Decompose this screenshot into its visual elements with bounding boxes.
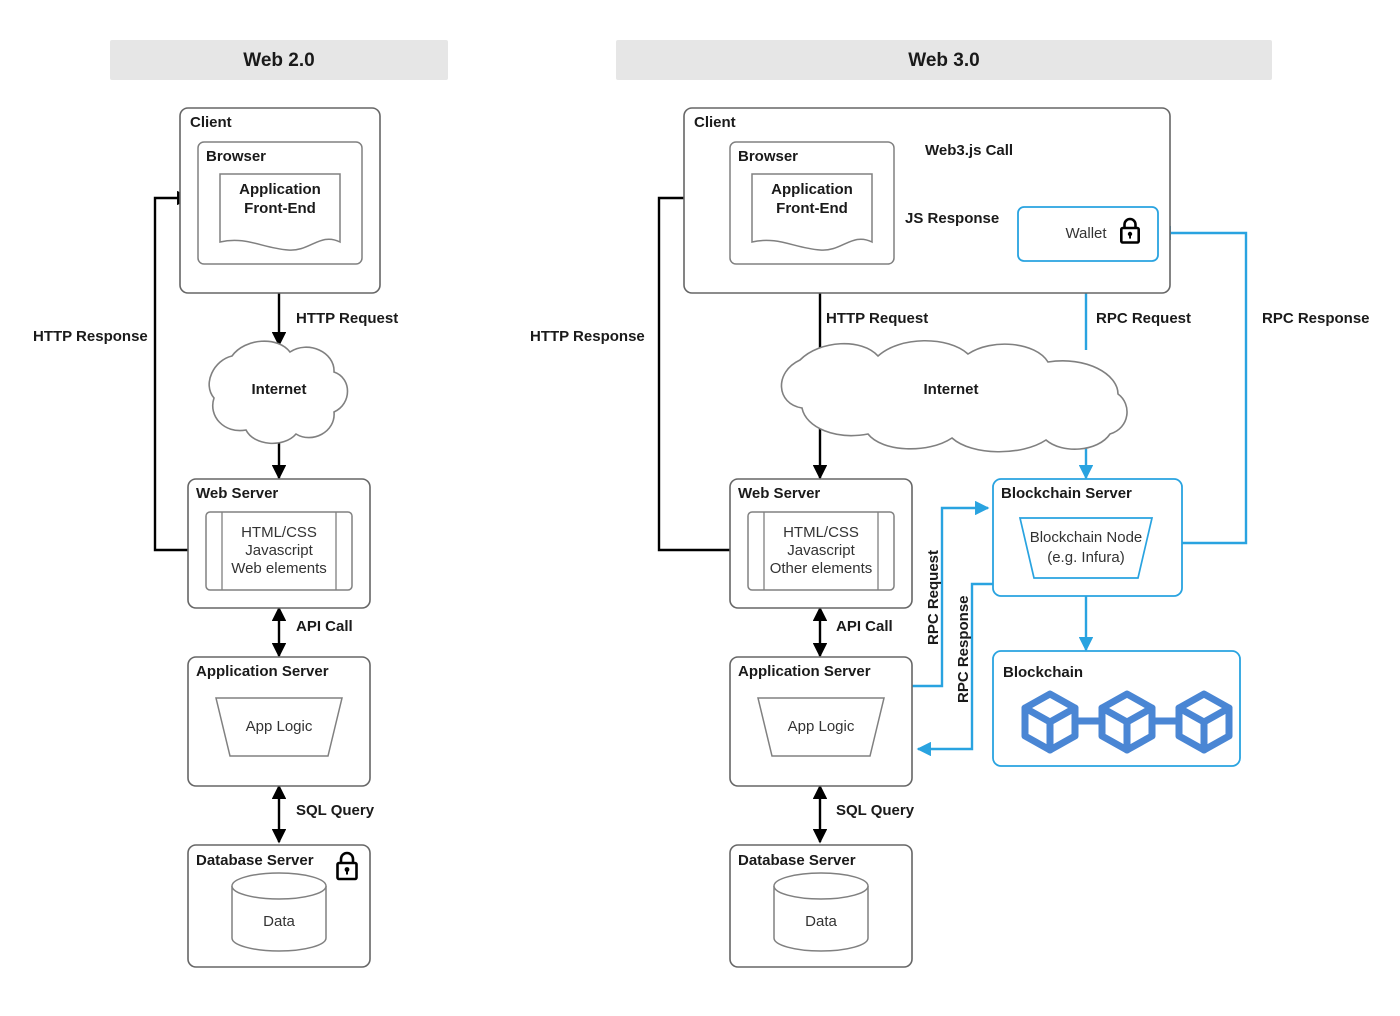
web2-web-server-line2: Javascript [245,542,313,559]
web2-data-cylinder: Data [231,872,327,952]
web2-sql-query-label: SQL Query [296,802,375,819]
web3-app-server-label: Application Server [738,663,871,680]
web3-web-server-line2: Javascript [787,542,855,559]
web3-header: Web 3.0 [616,40,1272,80]
web2-client-box: Client Browser Application Front-End [179,107,381,294]
web3-rpc-request-top-label: RPC Request [1096,310,1191,327]
web3-blockchain-node-shape: Blockchain Node (e.g. Infura) [1018,517,1154,579]
web3-data-label: Data [805,913,837,930]
web3-blockchain-node-line2: (e.g. Infura) [1047,549,1125,566]
web2-browser-label: Browser [206,148,266,165]
web3-client-box: Client Browser Application Front-End Wal… [683,107,1171,294]
web3-blockchain-node-line1: Blockchain Node [1030,529,1143,546]
web2-flows [153,190,287,844]
web3-browser-label: Browser [738,148,798,165]
web3-frontend-label-line2: Front-End [776,200,848,217]
web3-rpc-request-side-label: RPC Request [925,550,942,645]
lock-icon [1119,217,1140,244]
web2-api-call-label: API Call [296,618,353,635]
web3-internet-label: Internet [923,381,978,398]
web3-blockchain-server-label: Blockchain Server [1001,485,1132,502]
web3-app-server-box: Application Server App Logic [729,656,913,787]
web2-web-server-line3: Web elements [231,560,327,577]
web3-app-logic-shape: App Logic [757,697,885,757]
web3-frontend-shape: Application Front-End [751,173,873,251]
web3-js-response-label: JS Response [905,210,999,227]
web3-web-server-line1: HTML/CSS [783,524,859,541]
web3-http-response-label: HTTP Response [530,328,645,345]
web3-sql-query-label: SQL Query [836,802,915,819]
web3-web-server-box: Web Server HTML/CSS Javascript Other ele… [729,478,913,609]
web2-app-logic-label: App Logic [246,718,313,735]
web2-frontend-label-line2: Front-End [244,200,316,217]
web2-http-response-label: HTTP Response [33,328,148,345]
web3-browser-box: Browser Application Front-End [729,141,895,265]
web3-wallet-box: Wallet [1017,206,1159,262]
web2-web-server-label: Web Server [196,485,278,502]
web2-web-server-line1: HTML/CSS [241,524,317,541]
web2-app-server-box: Application Server App Logic [187,656,371,787]
web3-internet-cloud: Internet [780,339,1128,453]
web2-header-label: Web 2.0 [243,50,314,71]
web2-app-server-label: Application Server [196,663,329,680]
lock-icon [336,851,358,881]
web3-frontend-label-line1: Application [771,181,853,198]
web3-client-label: Client [694,114,736,131]
web3-rpc-response-top-label: RPC Response [1262,310,1370,327]
blockchain-cubes-icon [1021,690,1233,754]
web2-data-label: Data [263,913,295,930]
web2-http-request-label: HTTP Request [296,310,398,327]
web2-web-server-content: HTML/CSS Javascript Web elements [205,511,353,591]
web2-web-server-box: Web Server HTML/CSS Javascript Web eleme… [187,478,371,609]
web2-internet-cloud: Internet [208,340,349,445]
web3-data-cylinder: Data [773,872,869,952]
web3-web-server-label: Web Server [738,485,820,502]
web3-header-label: Web 3.0 [908,50,979,71]
web2-browser-box: Browser Application Front-End [197,141,363,265]
web2-client-label: Client [190,114,232,131]
web3-rpc-response-side-label: RPC Response [955,595,972,703]
web3-web3js-call-label: Web3.js Call [925,142,1013,159]
web3-wallet-label: Wallet [1065,225,1107,242]
web3-db-server-box: Database Server Data [729,844,913,968]
web3-blockchain-label: Blockchain [1003,664,1083,681]
web2-frontend-label-line1: Application [239,181,321,198]
web3-web-server-line3: Other elements [770,560,873,577]
web3-db-server-label: Database Server [738,852,856,869]
web2-db-server-box: Database Server Data [187,844,371,968]
web3-app-logic-label: App Logic [788,718,855,735]
web3-api-call-label: API Call [836,618,893,635]
web2-internet-label: Internet [251,381,306,398]
web2-frontend-shape: Application Front-End [219,173,341,251]
web3-blockchain-box: Blockchain [992,650,1241,767]
web3-http-request-label: HTTP Request [826,310,928,327]
web2-app-logic-shape: App Logic [215,697,343,757]
web3-web-server-content: HTML/CSS Javascript Other elements [747,511,895,591]
web3-blockchain-server-box: Blockchain Server Blockchain Node (e.g. … [992,478,1183,597]
web2-db-server-label: Database Server [196,852,314,869]
web2-header: Web 2.0 [110,40,448,80]
